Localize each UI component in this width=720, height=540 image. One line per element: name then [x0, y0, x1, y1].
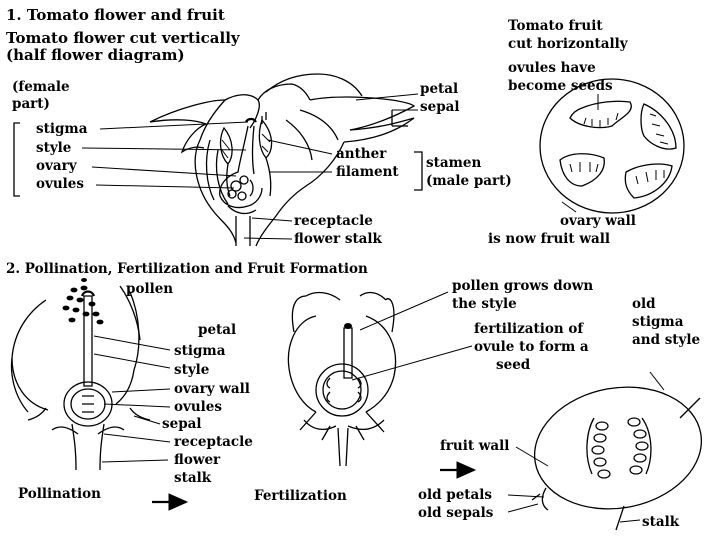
old-stigma-label-line2: stigma: [632, 314, 684, 330]
section2-petal-label: petal: [198, 322, 237, 338]
sepal-label: sepal: [420, 99, 460, 115]
fruit-title-line1: Tomato fruit: [508, 18, 603, 34]
section1-subtitle-line1: Tomato flower cut vertically: [6, 29, 240, 47]
fertilization-label-line1: fertilization of: [474, 321, 584, 337]
ovary-wall-pointer-line: [561, 201, 577, 213]
pollen-grows-label-line2: the style: [452, 296, 517, 312]
fruit-title-line4: become seeds: [508, 78, 613, 94]
fruit-wall-label: fruit wall: [440, 438, 510, 454]
receptacle-label: receptacle: [294, 213, 373, 229]
old-petals-label: old petals: [418, 487, 493, 503]
section2-flower-label: flower: [174, 452, 221, 468]
fruit-title-line3: ovules have: [508, 60, 596, 76]
petal-label: petal: [420, 81, 459, 97]
ovary-label: ovary: [36, 158, 77, 174]
stage-pollination-label: Pollination: [18, 486, 101, 502]
section1-subtitle-line2: (half flower diagram): [6, 46, 185, 64]
fruit-title-line2: cut horizontally: [508, 36, 628, 52]
female-part-label-line1: (female: [12, 79, 70, 95]
pollination-flower-drawing: [10, 285, 151, 471]
ovary-wall-label: ovary wall: [560, 213, 636, 229]
half-flower-drawing: [149, 73, 416, 247]
stalk-pointer-line: [619, 519, 641, 523]
stamen-bracket: [414, 151, 423, 191]
section2-ovules-label: ovules: [174, 399, 222, 415]
fertilization-label-line2: ovule to form a: [474, 339, 589, 355]
anther-label: anther: [336, 146, 387, 162]
pollen-grows-pointer-line: [359, 291, 449, 331]
ovules-label: ovules: [36, 176, 84, 192]
filament-label: filament: [336, 164, 399, 180]
fruit-formation-drawing: [531, 386, 703, 531]
fertilization-label-line3: seed: [496, 357, 531, 373]
flower-stalk-label: flower stalk: [294, 231, 382, 247]
stamen-label-line1: stamen: [426, 155, 482, 171]
section2-sepal-label: sepal: [162, 416, 202, 432]
section2-receptacle-label: receptacle: [174, 434, 253, 450]
fertilization-pointer-line: [351, 345, 473, 381]
section2-stigma-label: stigma: [174, 343, 226, 359]
section1-heading: 1. Tomato flower and fruit: [6, 6, 225, 24]
old-stigma-pointer-line: [649, 371, 665, 391]
section2-leader-lines: [93, 335, 171, 463]
style-label: style: [36, 140, 72, 156]
fruit-stalk-label: stalk: [642, 514, 680, 530]
section2-heading: 2. Pollination, Fertilization and Fruit …: [6, 261, 368, 277]
stage-fertilization-label: Fertilization: [254, 488, 347, 504]
pollen-label: pollen: [126, 281, 174, 297]
old-stigma-label-line3: and style: [632, 332, 701, 348]
section2-style-label: style: [174, 362, 210, 378]
fruit-wall-pointer-line: [515, 446, 549, 467]
pollen-grows-label-line1: pollen grows down: [452, 278, 594, 294]
tomato-cross-section: [539, 78, 685, 214]
stamen-label-line2: (male part): [426, 173, 512, 189]
old-petals-pointer-line: [507, 494, 545, 498]
section2-ovary-wall-label: ovary wall: [174, 381, 250, 397]
stigma-label: stigma: [36, 121, 88, 137]
old-sepals-pointer-line: [507, 503, 539, 513]
old-stigma-label-line1: old: [632, 296, 656, 312]
pollen-grains: [62, 278, 104, 325]
female-part-bracket: [13, 122, 20, 197]
fertilization-flower-drawing: [287, 291, 397, 467]
female-part-label-line2: part): [12, 96, 50, 112]
old-sepals-label: old sepals: [418, 505, 494, 521]
section2-stalk-label: stalk: [174, 470, 212, 486]
section1-leader-lines: [81, 93, 419, 240]
fruit-wall-note: is now fruit wall: [488, 231, 610, 247]
